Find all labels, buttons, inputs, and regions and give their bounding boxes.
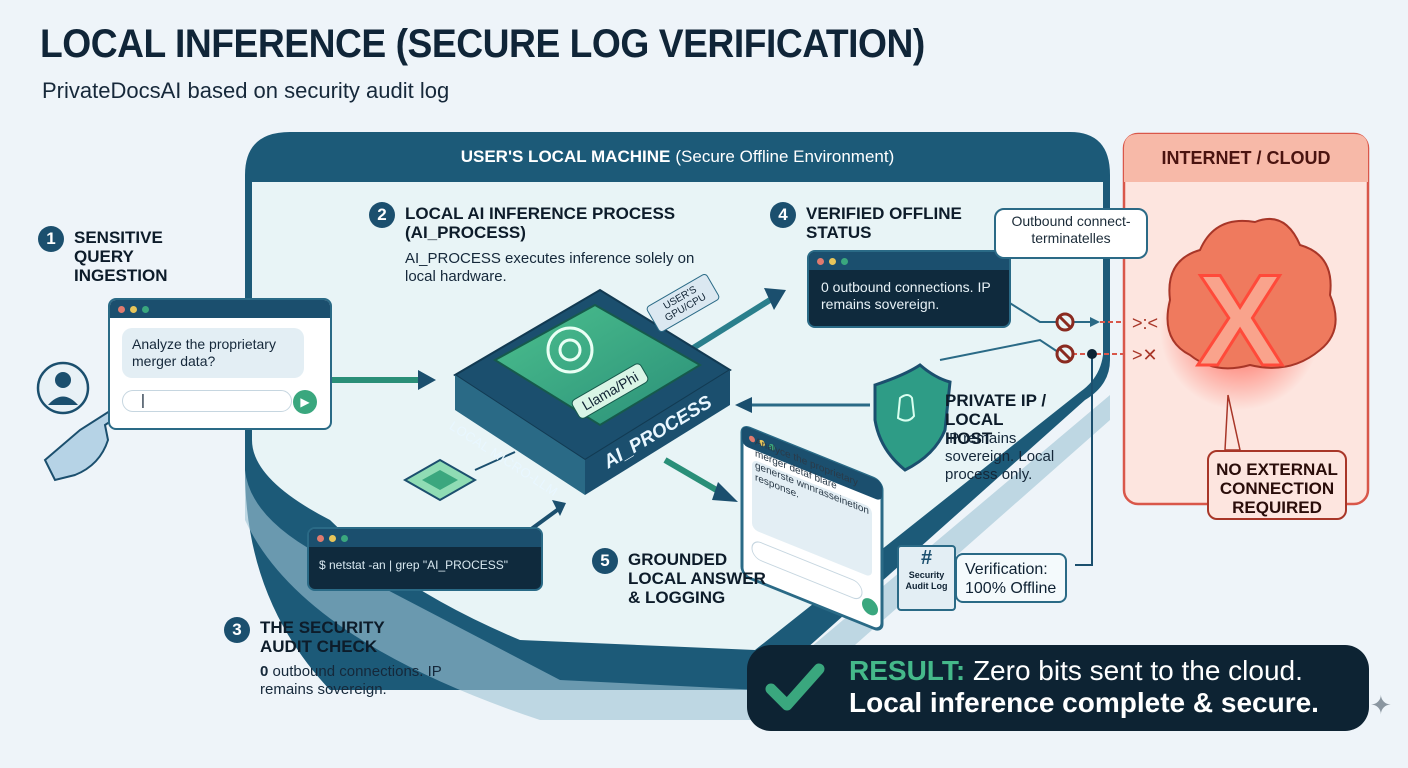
close-dot bbox=[817, 257, 824, 265]
step-2-title: LOCAL AI INFERENCE PROCESS (AI_PROCESS) bbox=[405, 204, 676, 242]
block-icons: >:< >✕ bbox=[1055, 312, 1158, 365]
svg-text:>:<: >:< bbox=[1132, 313, 1158, 333]
outbound-callout: Outbound connect-terminatelles bbox=[994, 208, 1148, 259]
step-3-badge: 3 bbox=[224, 617, 250, 643]
maximize-dot bbox=[142, 305, 149, 313]
minimize-dot bbox=[829, 257, 836, 265]
step-5-title: GROUNDED LOCAL ANSWER & LOGGING bbox=[628, 550, 766, 607]
chat-window: Analyze the proprietary merger data? | ▶ bbox=[108, 298, 332, 430]
verification-badge: Verification: 100% Offline bbox=[955, 553, 1067, 603]
small-chip-icon bbox=[402, 451, 516, 502]
send-icon: ▶ bbox=[300, 395, 310, 409]
minimize-dot bbox=[130, 305, 137, 313]
audit-log-file: # Security Audit Log bbox=[897, 545, 956, 611]
page-subtitle: PrivateDocsAI based on security audit lo… bbox=[42, 78, 450, 103]
user-avatar-icon bbox=[36, 361, 90, 415]
step-3-desc-text: outbound connections. IP remains soverei… bbox=[260, 663, 442, 698]
step-3-desc: 0 outbound connections. IP remains sover… bbox=[260, 663, 490, 699]
maximize-dot bbox=[841, 257, 848, 265]
step-4-title: VERIFIED OFFLINE STATUS bbox=[806, 204, 962, 242]
step-4-badge: 4 bbox=[770, 202, 796, 228]
chat-input[interactable]: | bbox=[122, 390, 292, 412]
close-dot bbox=[118, 305, 125, 313]
step-1-badge: 1 bbox=[38, 226, 64, 252]
status-text: 0 outbound connections. IP remains sover… bbox=[821, 279, 991, 312]
status-window: 0 outbound connections. IP remains sover… bbox=[807, 250, 1011, 328]
chat-message: Analyze the proprietary merger data? bbox=[122, 328, 304, 378]
step-2-badge: 2 bbox=[369, 202, 395, 228]
answer-window bbox=[740, 425, 884, 631]
hash-icon: # bbox=[920, 547, 933, 569]
private-ip-title: PRIVATE IP / LOCAL HOST bbox=[945, 391, 1047, 448]
sparkle-icon: ✦ bbox=[1370, 690, 1392, 720]
check-icon bbox=[765, 663, 825, 711]
terminal-command: $ netstat -an | grep "AI_PROCESS" bbox=[319, 558, 509, 572]
step-5-badge: 5 bbox=[592, 548, 618, 574]
step-2-desc: AI_PROCESS executes inference solely on … bbox=[405, 250, 695, 285]
step-3-title: THE SECURITY AUDIT CHECK bbox=[260, 618, 385, 656]
step-3-count: 0 bbox=[260, 663, 269, 680]
no-external-connection-callout: NO EXTERNAL CONNECTION REQUIRED bbox=[1207, 450, 1347, 520]
result-banner: RESULT: Zero bits sent to the cloud. Loc… bbox=[747, 645, 1369, 731]
terminal-window: $ netstat -an | grep "AI_PROCESS" bbox=[307, 527, 543, 591]
send-button[interactable]: ▶ bbox=[293, 390, 317, 414]
local-machine-header: USER'S LOCAL MACHINE (Secure Offline Env… bbox=[245, 132, 1110, 182]
page-title: LOCAL INFERENCE (SECURE LOG VERIFICATION… bbox=[40, 22, 925, 66]
local-machine-title: USER'S LOCAL MACHINE bbox=[460, 147, 671, 166]
shield-icon bbox=[873, 363, 952, 472]
private-ip-desc: IP remains sovereign. Local process only… bbox=[945, 430, 1055, 483]
local-machine-subtitle: (Secure Offline Environment) bbox=[675, 147, 895, 166]
result-line-1: RESULT: Zero bits sent to the cloud. bbox=[849, 655, 1303, 687]
audit-log-label: Security Audit Log bbox=[905, 570, 948, 591]
result-line-1-text: Zero bits sent to the cloud. bbox=[972, 655, 1303, 686]
maximize-dot bbox=[341, 534, 348, 542]
svg-text:X: X bbox=[1197, 247, 1284, 393]
result-label: RESULT: bbox=[849, 655, 966, 686]
result-line-2: Local inference complete & secure. bbox=[849, 687, 1319, 718]
close-dot bbox=[317, 534, 324, 542]
cloud-zone: X bbox=[1122, 132, 1370, 506]
cloud-header: INTERNET / CLOUD bbox=[1161, 147, 1331, 168]
flow-arrows bbox=[328, 288, 1125, 566]
llm-chip bbox=[453, 288, 732, 495]
svg-text:>✕: >✕ bbox=[1132, 345, 1158, 365]
step-1-title: SENSITIVE QUERY INGESTION bbox=[74, 228, 168, 285]
minimize-dot bbox=[329, 534, 336, 542]
